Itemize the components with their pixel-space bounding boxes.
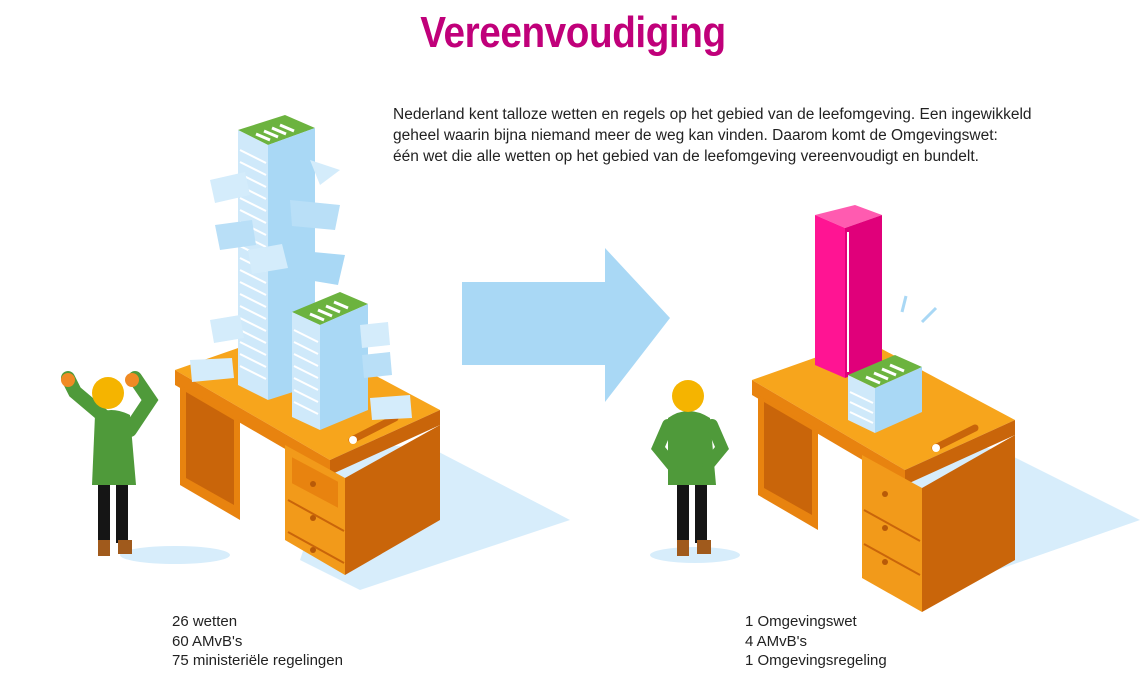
before-scene (61, 115, 570, 590)
person-shadow-left (120, 546, 230, 564)
desk-right (752, 340, 1015, 612)
before-line-2: 60 AMvB's (172, 632, 243, 650)
arrow-right-icon (462, 248, 670, 402)
after-scene (650, 205, 1140, 612)
intro-text: Nederland kent talloze wetten en regels … (393, 104, 1093, 167)
intro-line-1: Nederland kent talloze wetten en regels … (393, 106, 1032, 123)
tall-paper-stack (190, 115, 345, 400)
person-relaxed (651, 380, 729, 556)
before-line-1: 26 wetten (172, 613, 238, 630)
small-paper-stack (848, 295, 938, 433)
before-line-3: 75 ministeriële regelingen (172, 652, 343, 669)
omgevingswet-block (815, 205, 882, 378)
short-paper-stack (292, 292, 412, 430)
before-caption: 26 wetten 60 AMvB's 75 ministeriële rege… (172, 612, 343, 671)
person-frustrated (61, 371, 159, 556)
person-shadow-right (650, 547, 740, 563)
after-line-2: 4 AMvB's (745, 632, 808, 650)
after-caption: 1 Omgevingswet 4 AMvB's 1 Omgevingsregel… (745, 612, 887, 671)
after-line-1: 1 Omgevingswet (745, 613, 857, 630)
after-line-3: 1 Omgevingsregeling (745, 652, 887, 669)
page-title: Vereenvoudiging (420, 8, 726, 57)
intro-line-2: geheel waarin bijna niemand meer de weg … (393, 127, 998, 144)
intro-line-3: één wet die alle wetten op het gebied va… (393, 148, 979, 165)
